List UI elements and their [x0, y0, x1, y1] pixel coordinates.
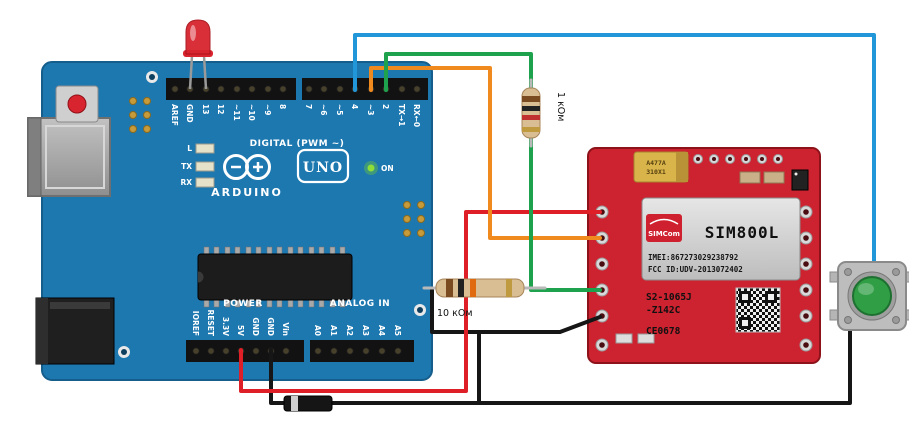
on-label: ON	[381, 164, 394, 173]
arduino-logo	[223, 154, 271, 180]
led-bulb	[185, 19, 211, 55]
pin-label-a3: A3	[361, 325, 370, 336]
power-on-led: ON	[364, 161, 394, 175]
smd-components	[615, 169, 809, 344]
pin-label-5v: 5V	[236, 325, 245, 336]
pin-label-a2: A2	[345, 325, 354, 336]
icsp-header-main	[403, 201, 425, 237]
pin-label-10: ~10	[247, 104, 256, 121]
pin-label-a1: A1	[329, 325, 338, 336]
uno-badge: UNO	[296, 148, 350, 184]
pin-label-6: ~6	[319, 104, 328, 116]
status-leds: L TX RX	[180, 143, 215, 188]
wire-red-5v	[239, 210, 602, 393]
arduino-brand-label: ARDUINO	[211, 186, 283, 199]
digital-header-right	[302, 78, 428, 100]
digital-header-left	[166, 78, 296, 100]
arduino-board: AREF GND 13 12 ~11 ~10 ~9 8 7 ~6 ~5 4 ~3…	[27, 61, 433, 381]
power-header	[186, 340, 304, 362]
pin-label-12: 12	[216, 104, 225, 114]
sim800l-code-line1: S2-1065J	[646, 292, 692, 303]
simcom-brand-label: SIMCom	[648, 230, 680, 238]
pin-label-ioref: IOREF	[191, 311, 200, 336]
analog-header	[310, 340, 414, 362]
resistor-10k: 10 кОм	[422, 278, 547, 319]
pin-label-5: ~5	[335, 104, 344, 116]
pin-label-gnd2: GND	[266, 317, 275, 336]
sim800l-pin-holes-right	[799, 205, 813, 352]
rx-led	[195, 177, 215, 188]
red-led	[183, 19, 213, 90]
usb-connector	[27, 117, 111, 197]
simcom-logo: SIMCom	[646, 214, 682, 242]
wire-black-resistor-branch	[430, 287, 481, 334]
tantalum-capacitor: A477A 310X1	[633, 151, 689, 183]
qr-code	[735, 287, 781, 333]
sim800l-code-line2: -Z142C	[646, 305, 681, 316]
power-group-label: POWER	[223, 299, 263, 309]
push-button	[829, 261, 909, 331]
l-led	[195, 143, 215, 154]
wire-green-signal	[384, 52, 602, 292]
button-cap	[852, 276, 892, 316]
pin-label-4: 4	[350, 104, 359, 109]
resistor-10k-label: 10 кОм	[437, 308, 473, 319]
wire-black-ground-main	[269, 322, 852, 405]
sim800l-imei: IMEI:867273029238792	[648, 253, 738, 262]
pin-label-2: 2	[381, 104, 390, 109]
resistor-1k: 1 кОм	[521, 78, 566, 148]
pin-label-gnd-top: GND	[185, 104, 194, 123]
sim800l-model-label: SIM800L	[705, 223, 779, 242]
pin-label-9: ~9	[263, 104, 272, 116]
analog-group-label: ANALOG IN	[330, 299, 390, 309]
pin-label-a0: A0	[313, 325, 322, 336]
wire-orange-signal	[369, 66, 602, 240]
mounting-holes	[118, 71, 426, 358]
reset-button-component	[55, 85, 99, 123]
icsp-header-usb	[129, 97, 151, 133]
pin-label-vin: Vin	[281, 322, 290, 336]
pin-label-3v3: 3.3V	[221, 317, 230, 336]
resistor-1k-label: 1 кОм	[555, 92, 566, 121]
sim800l-module: A477A 310X1 SIMCom SIM800L IMEI:86727302…	[587, 147, 821, 364]
wires	[239, 33, 876, 405]
pin-label-13: 13	[201, 104, 210, 114]
on-led-dot	[367, 164, 375, 172]
wire-blue-button	[353, 33, 876, 274]
capacitor-marking-line1: A477A	[646, 159, 666, 167]
uno-model-label: UNO	[303, 160, 343, 176]
tx-led	[195, 161, 215, 172]
led-l-label: L	[187, 144, 192, 153]
pin-label-rx0: RX←0	[412, 104, 421, 127]
pin-label-11: ~11	[232, 104, 241, 121]
sim800l-fcc-id: FCC ID:UDV-2013072402	[648, 265, 743, 274]
sim800l-pin-holes-top	[693, 154, 783, 164]
power-jack	[35, 297, 115, 365]
sim800l-ce-mark: CE0678	[646, 326, 681, 337]
pin-label-7: 7	[304, 104, 313, 109]
pin-label-tx1: TX→1	[397, 104, 406, 126]
pin-label-gnd1: GND	[251, 317, 260, 336]
pin-label-aref: AREF	[170, 104, 179, 126]
atmega-chip	[197, 246, 353, 308]
pin-label-a5: A5	[393, 325, 402, 336]
pin-label-8: 8	[278, 104, 287, 109]
pin-label-3: ~3	[366, 104, 375, 116]
diode-cathode-band	[291, 396, 298, 411]
capacitor-marking-line2: 310X1	[646, 168, 666, 176]
wire-black-ground-branch	[477, 315, 602, 405]
diode	[283, 395, 333, 412]
digital-group-label: DIGITAL (PWM ~)	[250, 139, 345, 149]
led-rx-label: RX	[180, 178, 192, 187]
led-tx-label: TX	[181, 162, 192, 171]
pin-label-a4: A4	[377, 325, 386, 336]
pin-label-reset: RESET	[206, 309, 215, 336]
sim800l-shield: SIMCom SIM800L IMEI:867273029238792 FCC …	[641, 197, 801, 281]
